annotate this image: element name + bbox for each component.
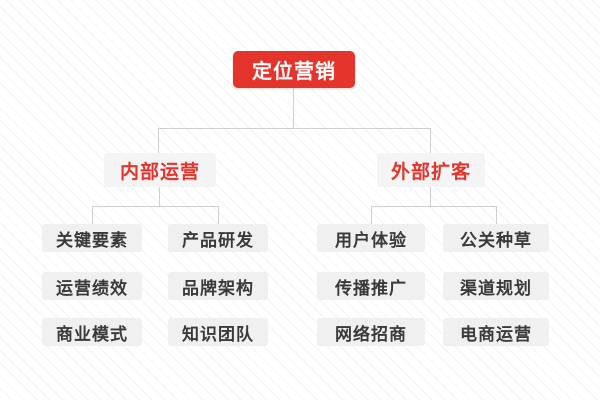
- branch-node-internal-operations: 内部运营: [104, 153, 216, 187]
- connector-left-branch-down: [159, 187, 160, 206]
- leaf-node-business-model: 商业模式: [42, 318, 142, 346]
- connector-left-colA-stub: [92, 206, 93, 224]
- connector-right-colD-stub: [496, 206, 497, 224]
- connector-left-colB-stub: [218, 206, 219, 224]
- connector-right-branch-down: [430, 187, 431, 206]
- connector-root-down: [293, 87, 294, 128]
- connector-right-horizontal: [371, 206, 497, 207]
- root-node-positioning-marketing: 定位营销: [233, 51, 355, 88]
- leaf-node-online-merchant-recruiting: 网络招商: [317, 318, 425, 346]
- leaf-node-communication-promotion: 传播推广: [317, 272, 425, 300]
- leaf-node-channel-planning: 渠道规划: [443, 272, 549, 300]
- connector-top-horizontal: [158, 128, 431, 129]
- leaf-node-knowledge-team: 知识团队: [168, 318, 268, 346]
- leaf-node-key-elements: 关键要素: [42, 224, 142, 252]
- connector-left-branch-stub: [158, 128, 159, 153]
- connector-left-horizontal: [92, 206, 219, 207]
- leaf-node-user-experience: 用户体验: [317, 224, 425, 252]
- leaf-node-brand-architecture: 品牌架构: [168, 272, 268, 300]
- leaf-node-product-development: 产品研发: [168, 224, 268, 252]
- leaf-node-operation-performance: 运营绩效: [42, 272, 142, 300]
- leaf-node-pr-seeding: 公关种草: [443, 224, 549, 252]
- connector-right-branch-stub: [430, 128, 431, 153]
- connector-right-colC-stub: [371, 206, 372, 224]
- leaf-node-ecommerce-operations: 电商运营: [443, 318, 549, 346]
- branch-node-external-customer-acquisition: 外部扩客: [377, 153, 485, 187]
